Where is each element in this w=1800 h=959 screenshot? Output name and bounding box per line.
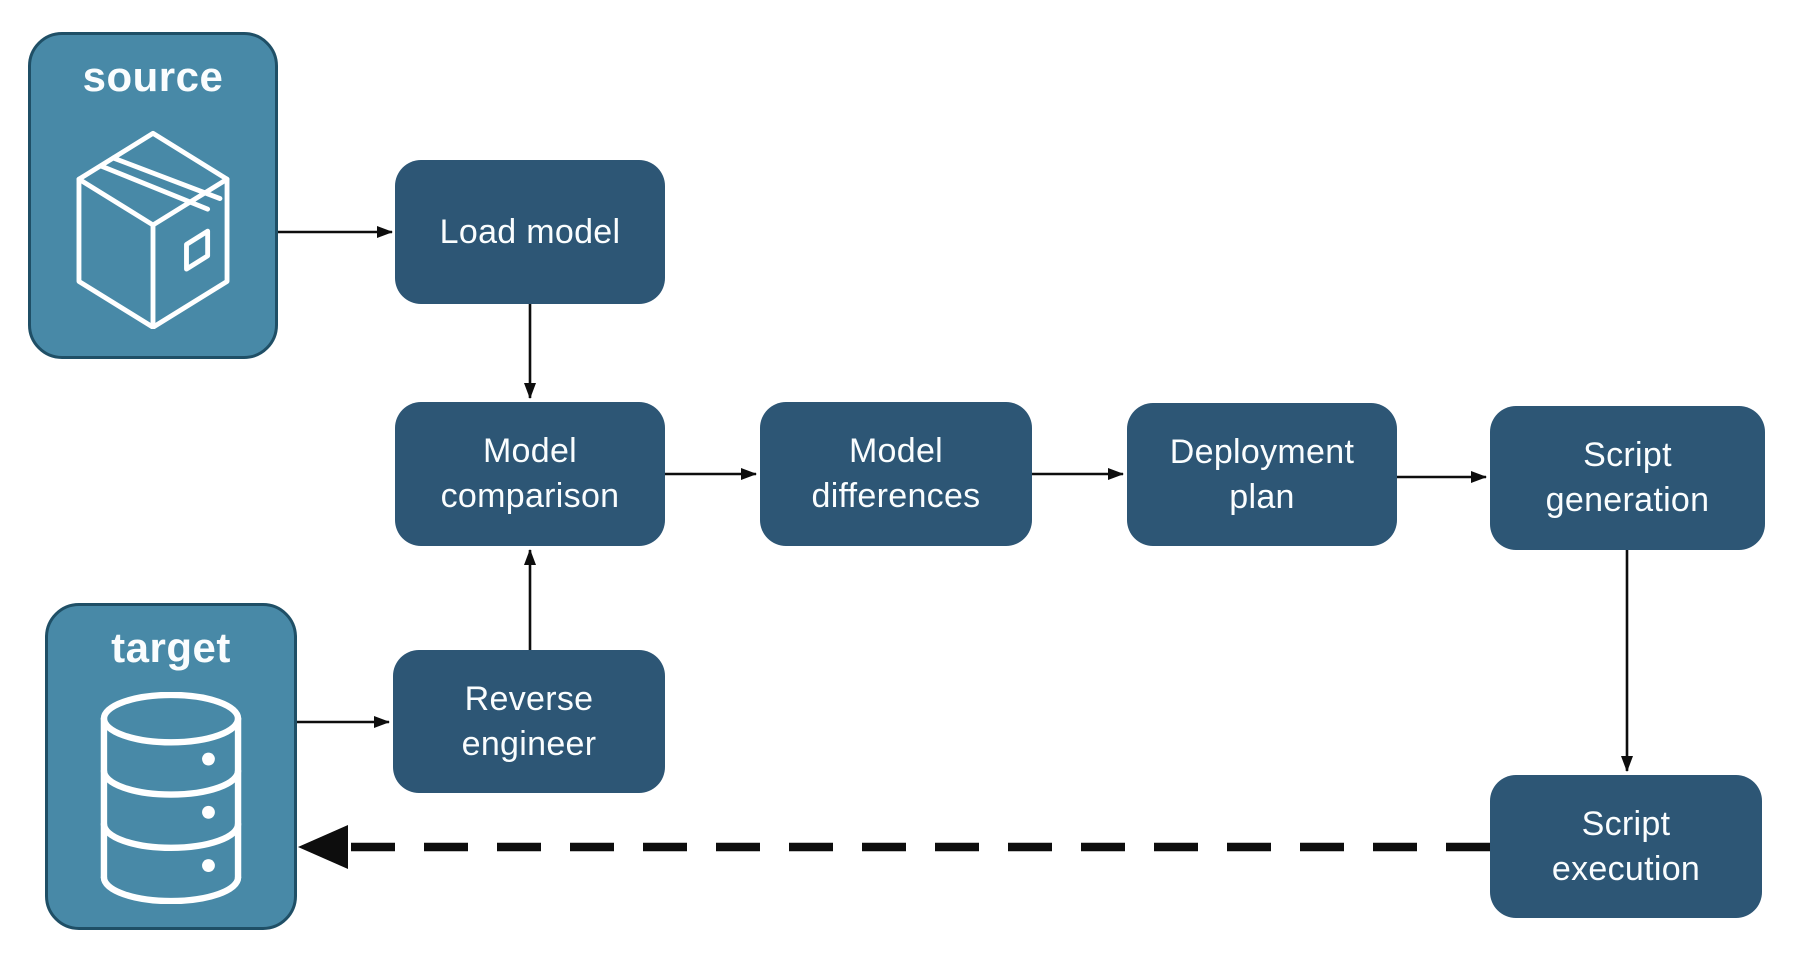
node-script-generation: Script generation	[1490, 406, 1765, 550]
endpoint-target: target	[45, 603, 297, 930]
node-label: Script generation	[1545, 436, 1710, 519]
node-label: Model comparison	[440, 432, 620, 515]
source-label: source	[82, 53, 224, 100]
node-deployment-plan: Deployment plan	[1127, 403, 1397, 546]
target-label: target	[111, 624, 231, 671]
endpoint-source: source	[28, 32, 278, 359]
node-model-comparison: Model comparison	[395, 402, 665, 546]
node-label: Model differences	[811, 432, 981, 515]
database-icon	[100, 692, 242, 905]
node-load-model: Load model	[395, 160, 665, 304]
package-icon	[76, 131, 230, 330]
node-label: Reverse engineer	[461, 679, 597, 763]
node-label: Script execution	[1551, 804, 1701, 888]
node-label: Deployment plan	[1169, 432, 1355, 516]
node-reverse-engineer: Reverse engineer	[393, 650, 665, 793]
node-label: Load model	[439, 212, 621, 251]
dashed-arrowhead	[298, 825, 348, 869]
node-script-execution: Script execution	[1490, 775, 1762, 918]
node-model-differences: Model differences	[760, 402, 1032, 546]
